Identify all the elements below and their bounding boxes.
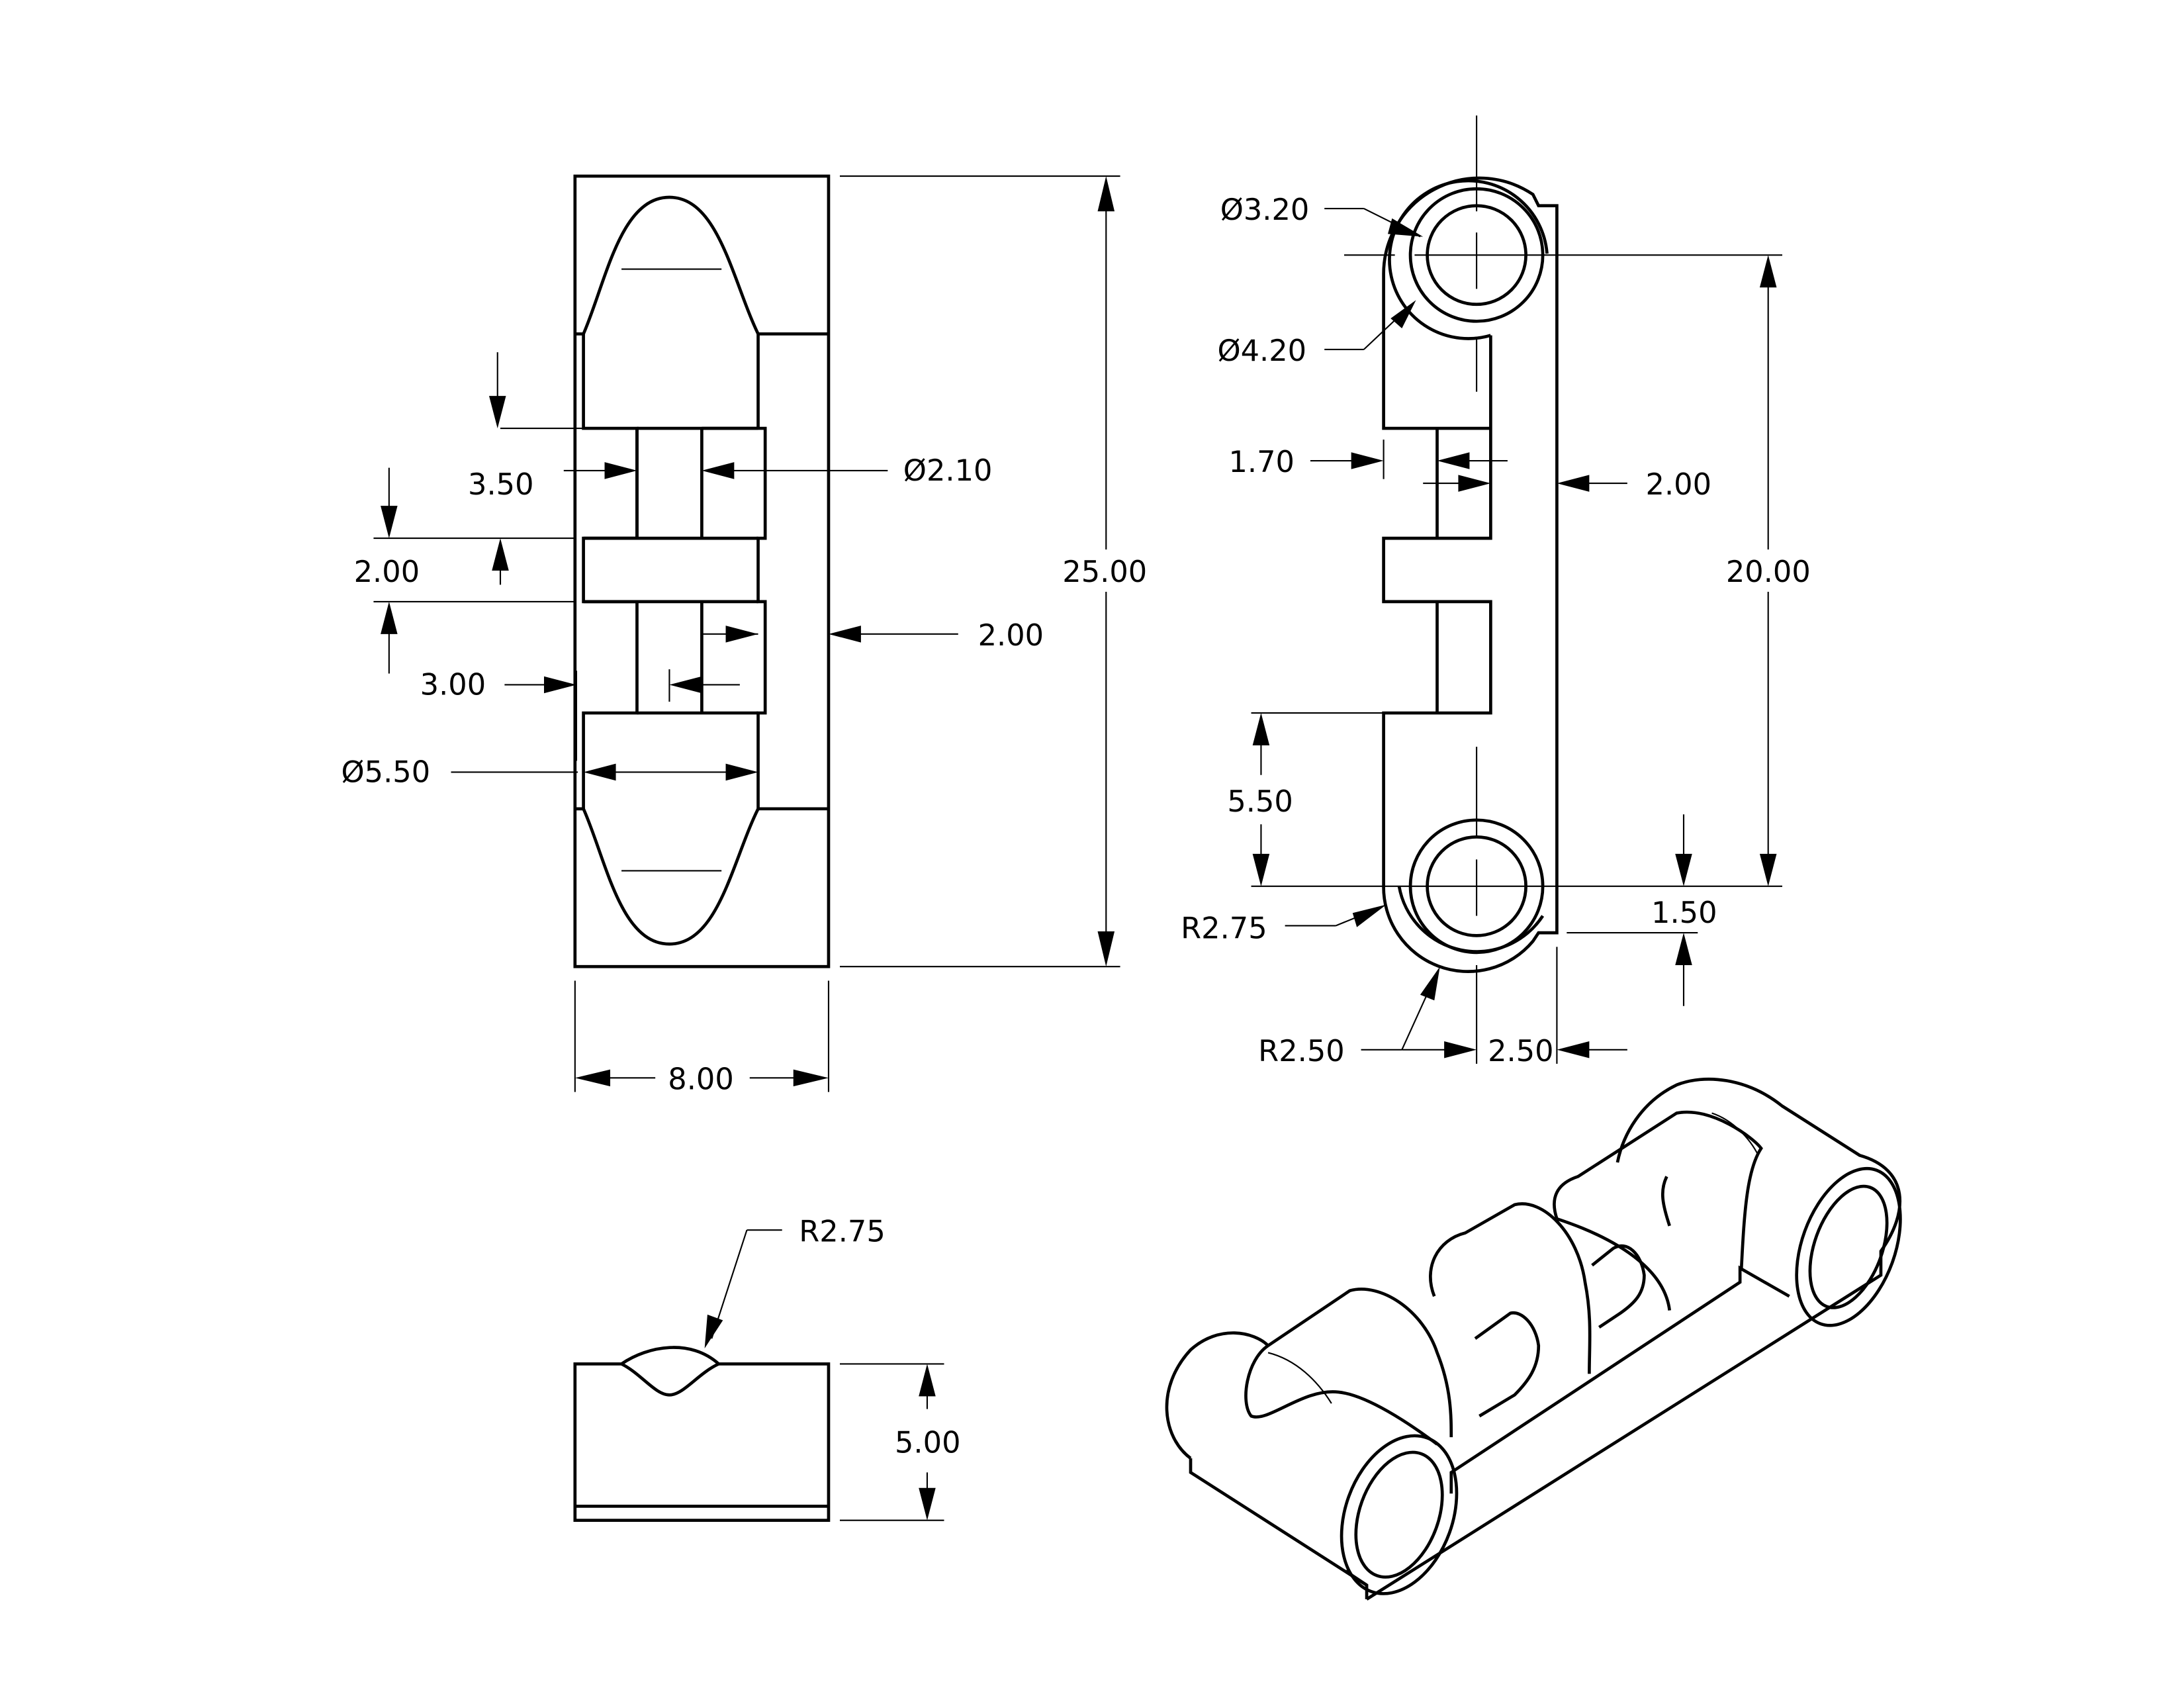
right-profile bbox=[702, 334, 829, 811]
dim-2-00-collar: 2.00 bbox=[354, 555, 420, 589]
dim-dia-2-10: Ø2.10 bbox=[903, 453, 993, 488]
dim-r-2-75: R2.75 bbox=[1181, 912, 1267, 946]
dim-5-00: 5.00 bbox=[895, 1426, 961, 1460]
bottom-lobe-profile bbox=[574, 807, 760, 946]
dim-3-50: 3.50 bbox=[468, 467, 534, 502]
iso-left-tangent bbox=[1267, 1352, 1332, 1404]
dim-dia-4-20: Ø4.20 bbox=[1217, 334, 1306, 368]
dim-r-2-75-bottom: R2.75 bbox=[799, 1214, 886, 1248]
iso-left-lobe bbox=[1165, 1331, 1269, 1460]
iso-right-block bbox=[1553, 1110, 1763, 1268]
dim-5-50: 5.50 bbox=[1227, 784, 1293, 819]
side-arrowheads bbox=[1252, 218, 1777, 1058]
dim-1-50: 1.50 bbox=[1651, 896, 1717, 930]
dim-dia-3-20: Ø3.20 bbox=[1220, 193, 1310, 227]
center-lines bbox=[1251, 115, 1782, 1064]
isometric-view bbox=[1165, 1077, 1902, 1601]
front-view-outline bbox=[573, 174, 831, 968]
iso-right-hole-inner bbox=[1808, 1184, 1889, 1309]
side-dimension-lines bbox=[1251, 207, 1769, 1064]
iso-channel bbox=[1449, 1265, 1790, 1494]
side-profile bbox=[1382, 176, 1559, 973]
side-view: Ø3.20 Ø4.20 1.70 2.00 20.00 5.50 R2.75 1… bbox=[1181, 115, 1811, 1068]
iso-base-front-lip bbox=[1189, 1458, 1369, 1599]
bottom-view-outline bbox=[573, 1346, 831, 1523]
dim-1-70: 1.70 bbox=[1228, 445, 1295, 479]
dim-2-00-side: 2.00 bbox=[1646, 467, 1712, 502]
iso-pin-upper bbox=[1591, 1244, 1646, 1329]
dim-dia-5-50: Ø5.50 bbox=[341, 755, 430, 789]
dim-3-00: 3.00 bbox=[420, 667, 486, 702]
dim-2-50: 2.50 bbox=[1488, 1034, 1554, 1068]
iso-right-tangent bbox=[1711, 1112, 1759, 1156]
upper-boss-arc bbox=[1388, 179, 1549, 340]
front-dimension-lines bbox=[373, 175, 1120, 1092]
bottom-arrowheads bbox=[704, 1314, 936, 1521]
iso-left-block bbox=[1267, 1288, 1453, 1438]
iso-left-hole-inner bbox=[1354, 1450, 1444, 1579]
iso-left-lobe-saddle bbox=[1244, 1344, 1438, 1446]
bottom-view-groove bbox=[620, 1362, 719, 1397]
front-view: 3.50 Ø2.10 2.00 3.00 Ø5.50 2.00 25.00 8.… bbox=[341, 174, 1147, 1096]
top-lobe-profile bbox=[574, 195, 829, 336]
iso-left-hole-outer bbox=[1340, 1434, 1459, 1595]
dim-25-00: 25.00 bbox=[1062, 555, 1147, 589]
iso-right-block-face bbox=[1556, 1176, 1672, 1311]
iso-base-right-edge bbox=[1365, 1077, 1901, 1601]
left-profile bbox=[574, 334, 639, 811]
iso-right-hole-outer bbox=[1795, 1166, 1902, 1327]
bottom-view: R2.75 5.00 bbox=[573, 1214, 961, 1523]
dim-20-00: 20.00 bbox=[1726, 555, 1811, 589]
dim-r-2-50: R2.50 bbox=[1258, 1034, 1345, 1068]
front-arrowheads bbox=[381, 176, 1115, 1087]
lower-boss-arc bbox=[1397, 886, 1545, 953]
dim-8-00: 8.00 bbox=[668, 1062, 734, 1096]
dim-2-00-web: 2.00 bbox=[978, 618, 1044, 653]
iso-middle-collar bbox=[1429, 1202, 1592, 1374]
iso-pin-lower bbox=[1474, 1311, 1541, 1418]
